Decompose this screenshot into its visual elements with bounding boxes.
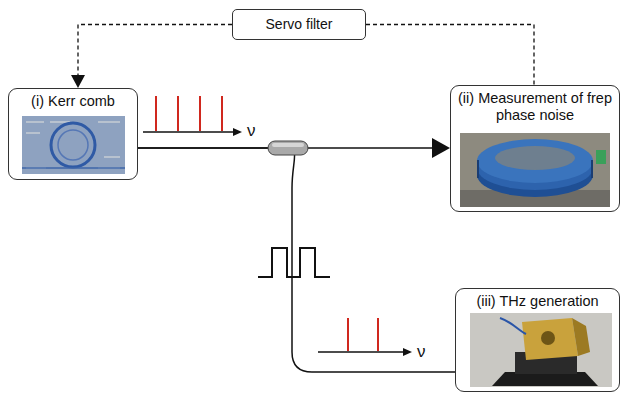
servo-box: Servo filter [232, 9, 366, 40]
node-title: (i) Kerr comb [26, 89, 120, 110]
feedback-connector [71, 25, 232, 89]
node-title: (iii) THz generation [471, 289, 603, 310]
measurement-box: (ii) Measurement of frep phase noise [450, 85, 620, 212]
kerr-comb-box: (i) Kerr comb [8, 88, 138, 180]
thz-box: (iii) THz generation [455, 288, 620, 392]
feedback-connector [366, 25, 534, 86]
node-title: Servo filter [261, 16, 338, 33]
comb-spectrum [143, 96, 242, 136]
kerr-chip-photo [22, 116, 125, 174]
phase-noise-setup-photo [460, 133, 610, 207]
frequency-axis-label: ν [416, 343, 427, 361]
node-title: (ii) Measurement of frep phase noise [451, 86, 619, 124]
fiber-coupler [268, 141, 308, 155]
pulse-train [258, 248, 330, 277]
thz-emitter-photo [470, 313, 612, 387]
two-line-spectrum [318, 318, 412, 356]
frequency-axis-label: ν [246, 122, 257, 140]
fiber-connector [138, 148, 455, 372]
